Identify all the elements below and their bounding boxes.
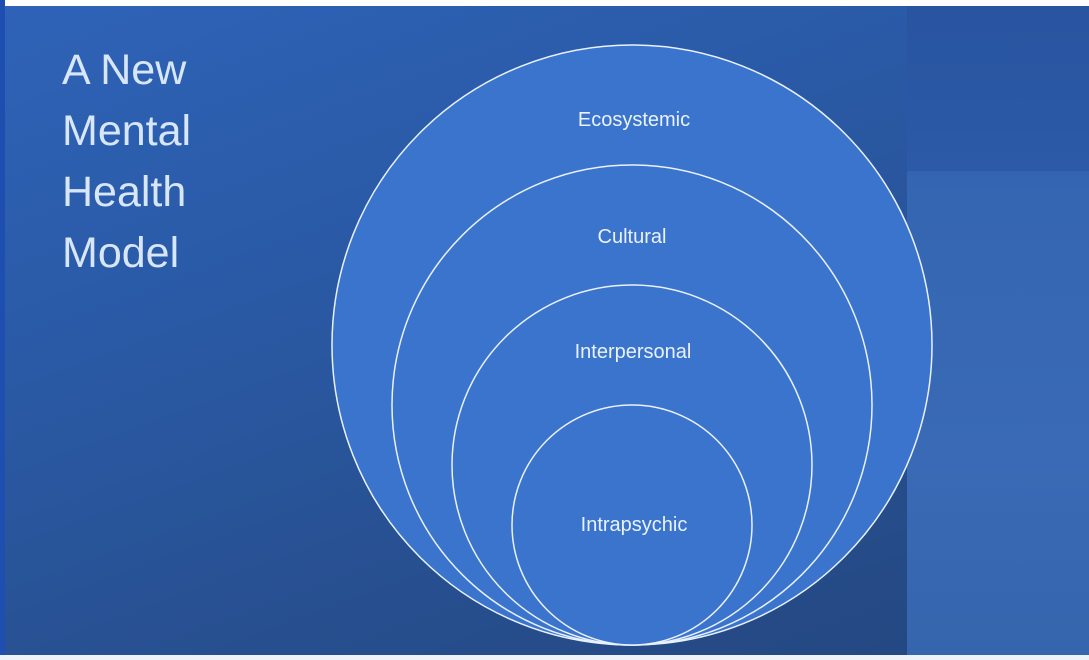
slide-edge-left bbox=[0, 0, 5, 660]
label-intrapsychic: Intrapsychic bbox=[581, 514, 688, 536]
label-interpersonal: Interpersonal bbox=[575, 341, 692, 363]
slide-title: A New Mental Health Model bbox=[62, 46, 192, 277]
ring-intrapsychic bbox=[511, 404, 753, 646]
label-ecosystemic: Ecosystemic bbox=[578, 109, 690, 131]
slide-edge-top bbox=[0, 0, 1089, 6]
side-panel-top bbox=[907, 6, 1089, 171]
label-cultural: Cultural bbox=[598, 226, 667, 248]
slide-edge-bottom bbox=[0, 655, 1089, 660]
